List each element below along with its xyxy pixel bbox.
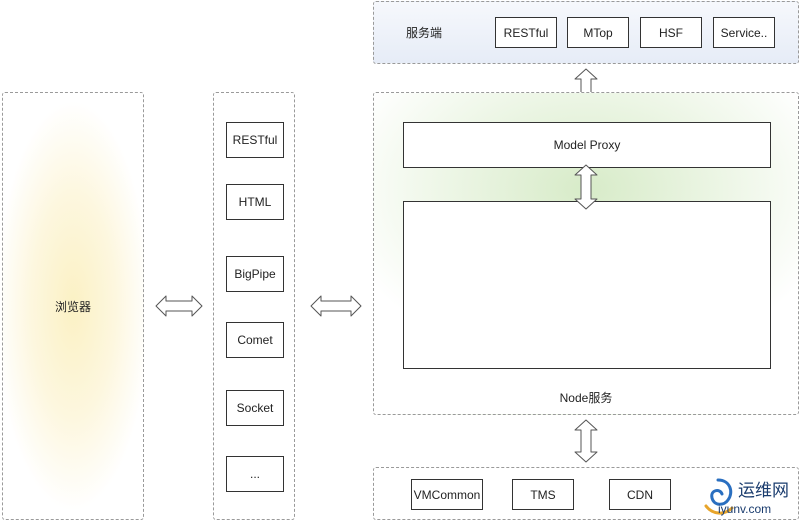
- service-item-restful: RESTful: [495, 17, 557, 48]
- bidirectional-arrow-icon: [155, 295, 203, 317]
- watermark-swirl-icon: [704, 478, 734, 515]
- protocols-panel: [213, 92, 295, 520]
- protocol-box-bigpipe: BigPipe: [226, 256, 284, 292]
- dependency-label: TMS: [530, 487, 556, 502]
- service-item-other: Service..: [713, 17, 775, 48]
- dependency-vmcommon: VMCommon: [411, 479, 483, 510]
- model-proxy-box: Model Proxy: [403, 122, 771, 168]
- protocol-box-restful: RESTful: [226, 122, 284, 158]
- protocol-box-more: ...: [226, 456, 284, 492]
- dependency-label: CDN: [627, 487, 653, 502]
- watermark-logo: 运维网 iyunv.com: [700, 474, 798, 518]
- browser-label: 浏览器: [54, 299, 91, 314]
- service-item-mtop: MTop: [567, 17, 629, 48]
- protocol-box-comet: Comet: [226, 322, 284, 358]
- watermark-url: iyunv.com: [718, 502, 772, 516]
- service-item-label: HSF: [659, 25, 683, 40]
- service-item-label: MTop: [583, 25, 613, 40]
- vertical-bidirectional-arrow-icon: [574, 419, 598, 463]
- protocol-label: ...: [249, 467, 260, 481]
- dependencies-panel: [373, 467, 799, 520]
- dependency-label: VMCommon: [413, 487, 481, 502]
- service-item-hsf: HSF: [640, 17, 702, 48]
- bidirectional-arrow-icon: [310, 295, 362, 317]
- protocol-label: RESTful: [232, 133, 278, 147]
- browser-panel: 浏览器: [2, 92, 144, 520]
- node-service-label: Node服务: [559, 391, 613, 405]
- protocol-label: BigPipe: [234, 267, 276, 281]
- protocol-box-socket: Socket: [226, 390, 284, 426]
- dependency-cdn: CDN: [609, 479, 671, 510]
- node-content-box: [403, 201, 771, 369]
- vertical-bidirectional-arrow-icon: [574, 164, 598, 210]
- protocol-box-html: HTML: [226, 184, 284, 220]
- service-item-label: Service..: [720, 25, 768, 40]
- dependency-tms: TMS: [512, 479, 574, 510]
- service-title: 服务端: [406, 26, 443, 40]
- protocol-label: HTML: [238, 195, 272, 209]
- protocol-label: Socket: [236, 401, 274, 415]
- watermark-text: 运维网: [738, 481, 789, 501]
- service-item-label: RESTful: [503, 25, 549, 40]
- protocol-label: Comet: [237, 333, 273, 347]
- model-proxy-label: Model Proxy: [553, 138, 621, 152]
